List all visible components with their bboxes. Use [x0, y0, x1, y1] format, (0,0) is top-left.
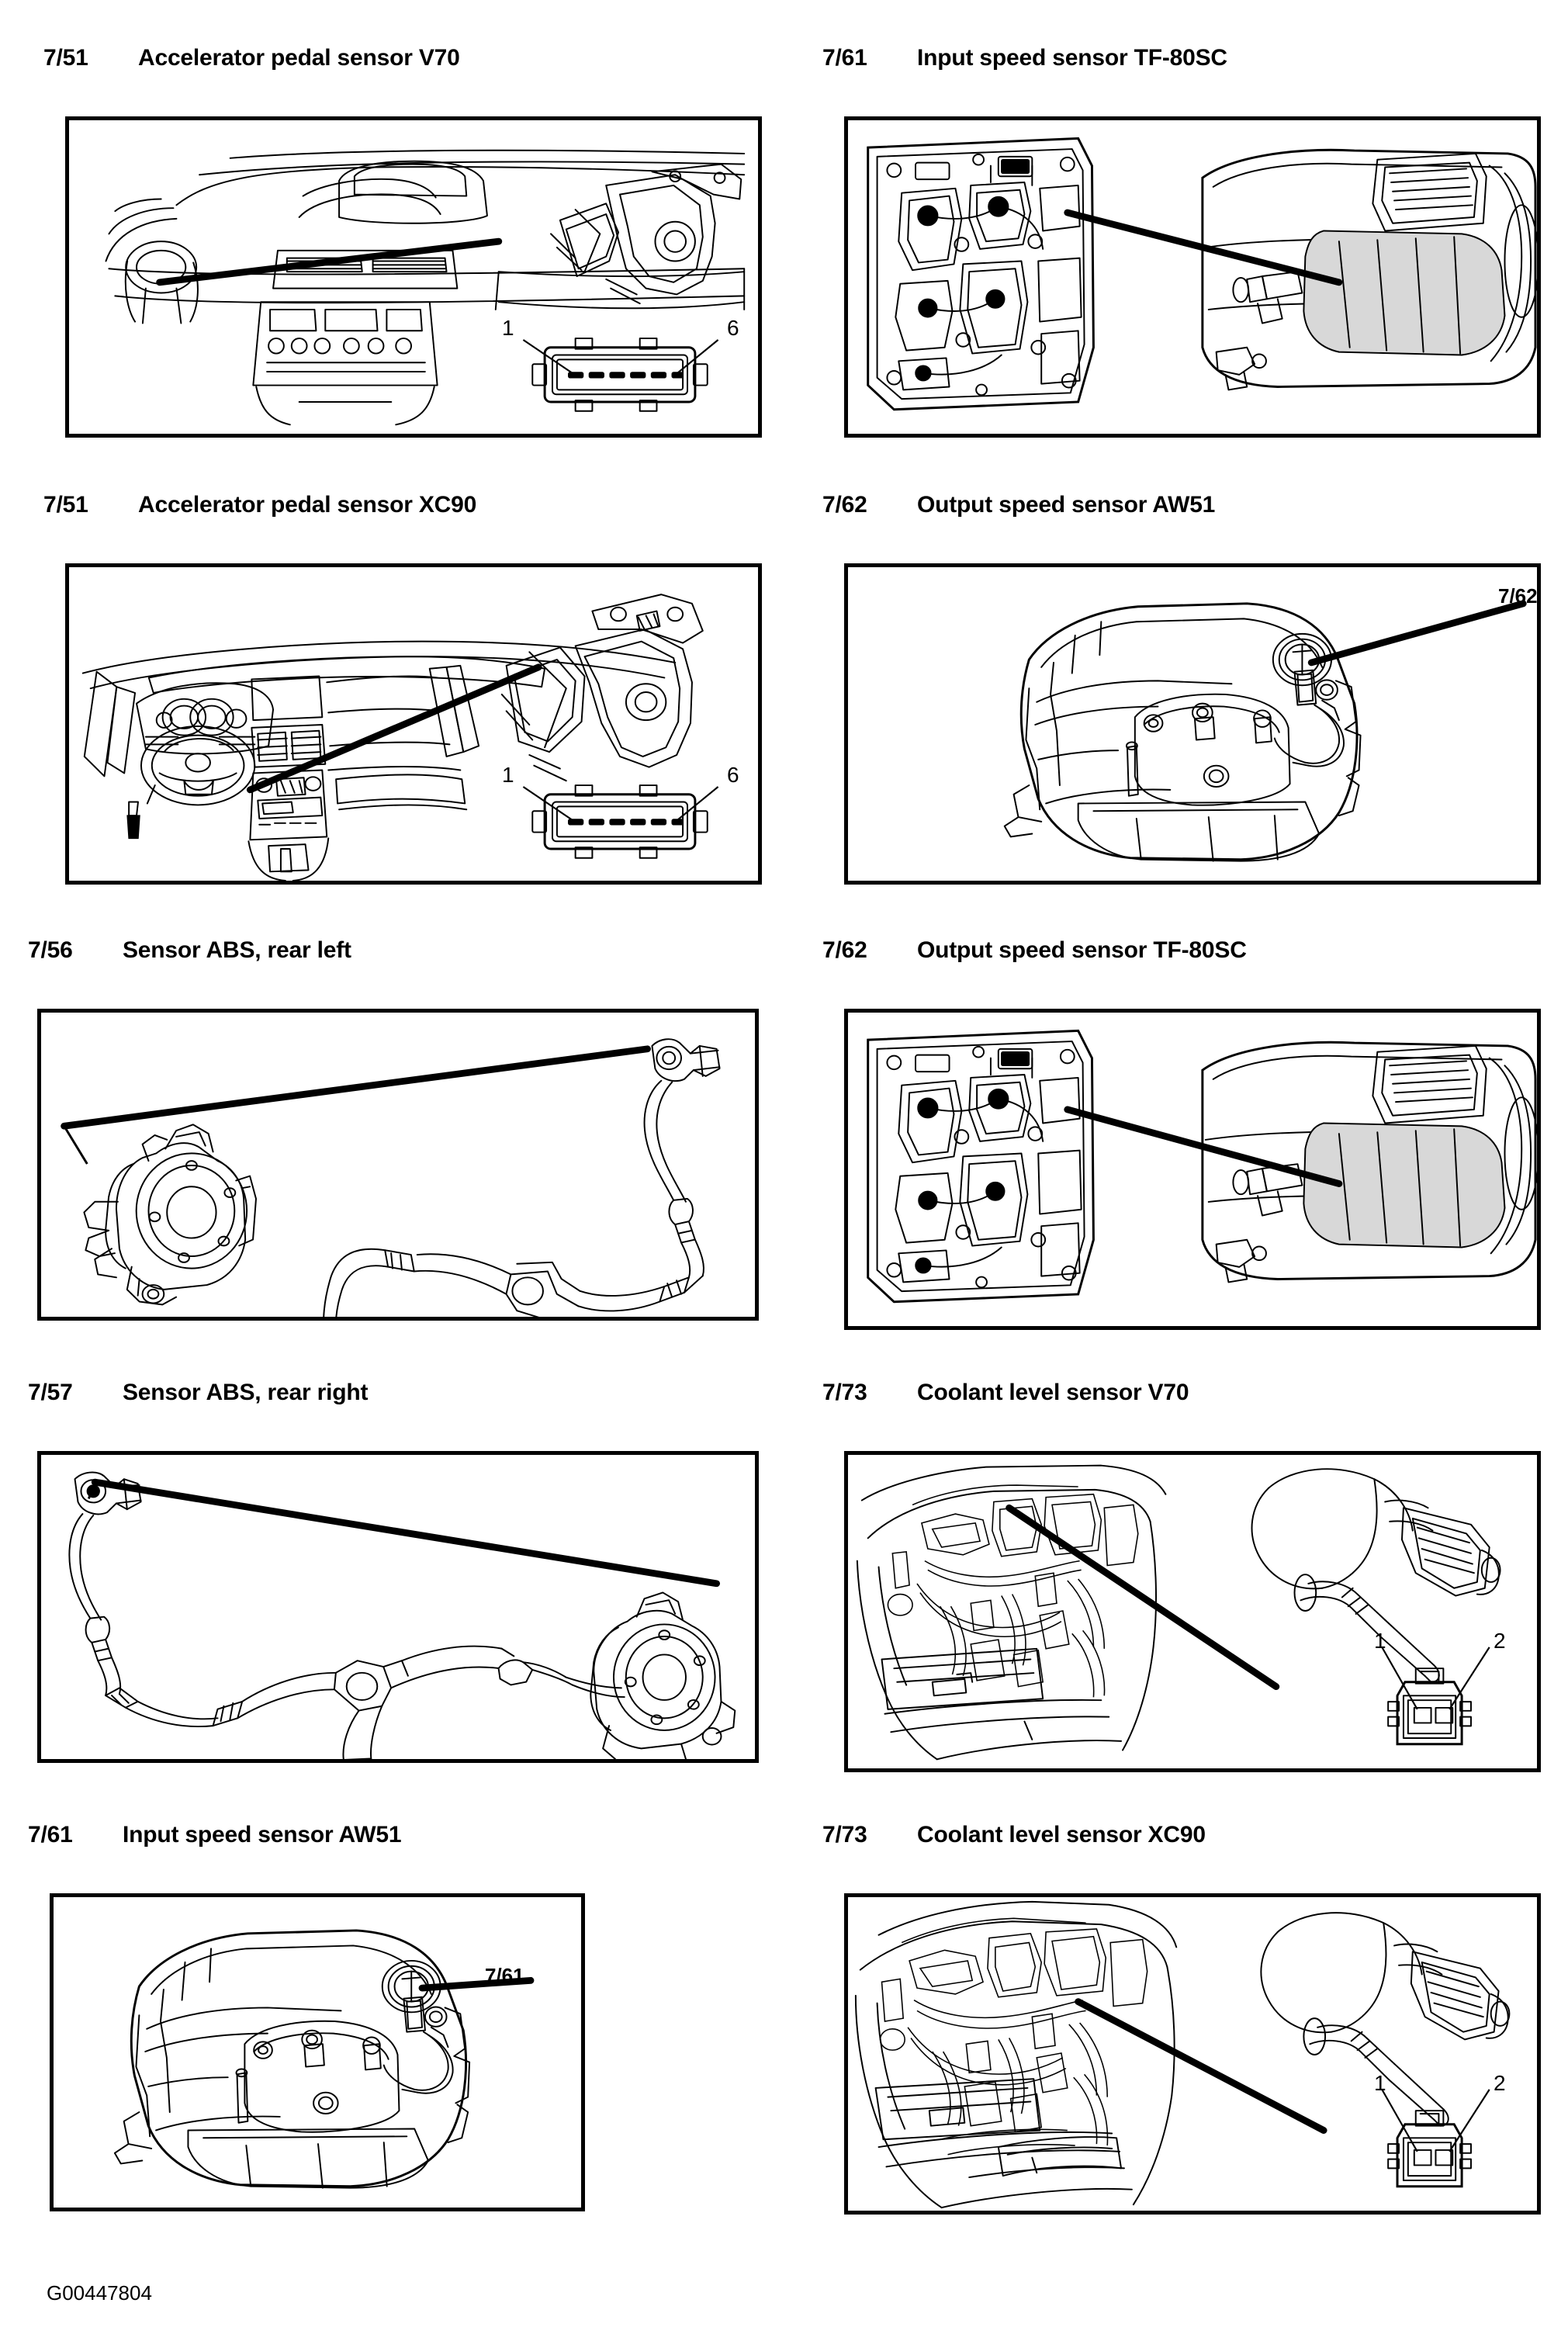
figure-title: Coolant level sensor V70 — [917, 1380, 1189, 1405]
illustration-abs-rear-left — [61, 1038, 721, 1317]
figure-illustration-box — [37, 1009, 759, 1321]
figure-code: 7/51 — [43, 492, 88, 518]
illustration-xc90-engine-bay — [854, 1900, 1511, 2209]
figure-code: 7/73 — [822, 1822, 867, 1848]
figure-title: Output speed sensor AW51 — [917, 492, 1216, 518]
figure-grid: 7/51 Accelerator pedal sensor V70 — [28, 45, 1544, 2233]
illustration-abs-rear-right — [68, 1471, 736, 1759]
figure-heading: 7/62 Output speed sensor AW51 — [822, 492, 1215, 518]
figure-code: 7/51 — [43, 45, 88, 71]
figure-title: Coolant level sensor XC90 — [917, 1822, 1206, 1848]
figure-illustration-box: 1 6 — [65, 563, 762, 885]
illustration-tf80sc-valve-body — [867, 137, 1537, 411]
figure-output-speed-sensor-tf80sc: 7/62 Output speed sensor TF-80SC — [822, 937, 1544, 1349]
figure-input-speed-sensor-aw51: 7/61 Input speed sensor AW51 — [28, 1822, 749, 2233]
figure-code: 7/57 — [28, 1380, 73, 1405]
figure-illustration-box: 7/61 — [50, 1893, 585, 2211]
connector-6-pin — [522, 338, 719, 412]
illustration-v70-engine-bay — [856, 1464, 1501, 1761]
figure-heading: 7/51 Accelerator pedal sensor XC90 — [43, 492, 476, 518]
callout-7-61: 7/61 — [485, 1964, 524, 1987]
figure-title: Sensor ABS, rear left — [123, 937, 351, 963]
connector-pin-label-6: 6 — [727, 316, 739, 340]
figure-heading: 7/62 Output speed sensor TF-80SC — [822, 937, 1247, 964]
illustration-tf80sc-valve-body-2 — [867, 1029, 1537, 1304]
figure-accelerator-pedal-sensor-xc90: 7/51 Accelerator pedal sensor XC90 — [43, 492, 765, 888]
figure-title: Sensor ABS, rear right — [123, 1380, 369, 1405]
connector-pin-label-2: 2 — [1494, 2071, 1506, 2095]
figure-sensor-abs-rear-right: 7/57 Sensor ABS, rear right — [28, 1380, 788, 1791]
figure-heading: 7/73 Coolant level sensor XC90 — [822, 1822, 1206, 1848]
figure-heading: 7/51 Accelerator pedal sensor V70 — [43, 45, 460, 71]
illustration-dashboard-v70 — [105, 149, 746, 426]
figure-title: Input speed sensor AW51 — [123, 1822, 402, 1848]
connector-2-pin — [1381, 1647, 1490, 1746]
figure-title: Accelerator pedal sensor V70 — [138, 45, 460, 71]
figure-code: 7/61 — [822, 45, 867, 71]
figure-illustration-box: 1 2 — [844, 1451, 1541, 1772]
connector-pin-label-1: 1 — [502, 763, 514, 787]
illustration-dashboard-xc90 — [81, 594, 719, 881]
callout-7-62: 7/62 — [1498, 584, 1538, 608]
figure-heading: 7/73 Coolant level sensor V70 — [822, 1380, 1189, 1406]
figure-title: Input speed sensor TF-80SC — [917, 45, 1227, 71]
figure-coolant-level-sensor-xc90: 7/73 Coolant level sensor XC90 — [822, 1822, 1544, 2233]
figure-coolant-level-sensor-v70: 7/73 Coolant level sensor V70 — [822, 1380, 1544, 1791]
document-reference-id: G00447804 — [47, 2281, 152, 2305]
connector-pin-label-6: 6 — [727, 763, 739, 787]
connector-pin-label-1: 1 — [1374, 1629, 1386, 1653]
figure-code: 7/73 — [822, 1380, 867, 1405]
figure-illustration-box — [37, 1451, 759, 1763]
figure-code: 7/61 — [28, 1822, 73, 1848]
figure-code: 7/62 — [822, 492, 867, 518]
figure-illustration-box — [844, 116, 1541, 438]
connector-pin-label-1: 1 — [502, 316, 514, 340]
figure-title: Output speed sensor TF-80SC — [917, 937, 1247, 963]
connector-2-pin — [1381, 2089, 1490, 2188]
figure-heading: 7/56 Sensor ABS, rear left — [28, 937, 351, 964]
figure-illustration-box: 1 6 — [65, 116, 762, 438]
figure-code: 7/56 — [28, 937, 73, 963]
figure-output-speed-sensor-aw51: 7/62 Output speed sensor AW51 — [822, 492, 1544, 888]
figure-illustration-box: 7/62 — [844, 563, 1541, 885]
figure-accelerator-pedal-sensor-v70: 7/51 Accelerator pedal sensor V70 — [43, 45, 765, 441]
figure-title: Accelerator pedal sensor XC90 — [138, 492, 477, 518]
connector-pin-label-1: 1 — [1374, 2071, 1386, 2095]
illustration-aw51-transmission — [1003, 600, 1527, 862]
figure-heading: 7/61 Input speed sensor AW51 — [28, 1822, 402, 1848]
figure-heading: 7/57 Sensor ABS, rear right — [28, 1380, 368, 1406]
illustration-aw51-transmission-2 — [113, 1929, 535, 2189]
figure-code: 7/62 — [822, 937, 867, 963]
figure-illustration-box — [844, 1009, 1541, 1330]
figure-illustration-box: 1 2 — [844, 1893, 1541, 2215]
figure-heading: 7/61 Input speed sensor TF-80SC — [822, 45, 1227, 71]
connector-pin-label-2: 2 — [1494, 1629, 1506, 1653]
figure-sensor-abs-rear-left: 7/56 Sensor ABS, rear left — [28, 937, 788, 1349]
figure-input-speed-sensor-tf80sc: 7/61 Input speed sensor TF-80SC — [822, 45, 1544, 441]
connector-6-pin — [522, 784, 719, 859]
